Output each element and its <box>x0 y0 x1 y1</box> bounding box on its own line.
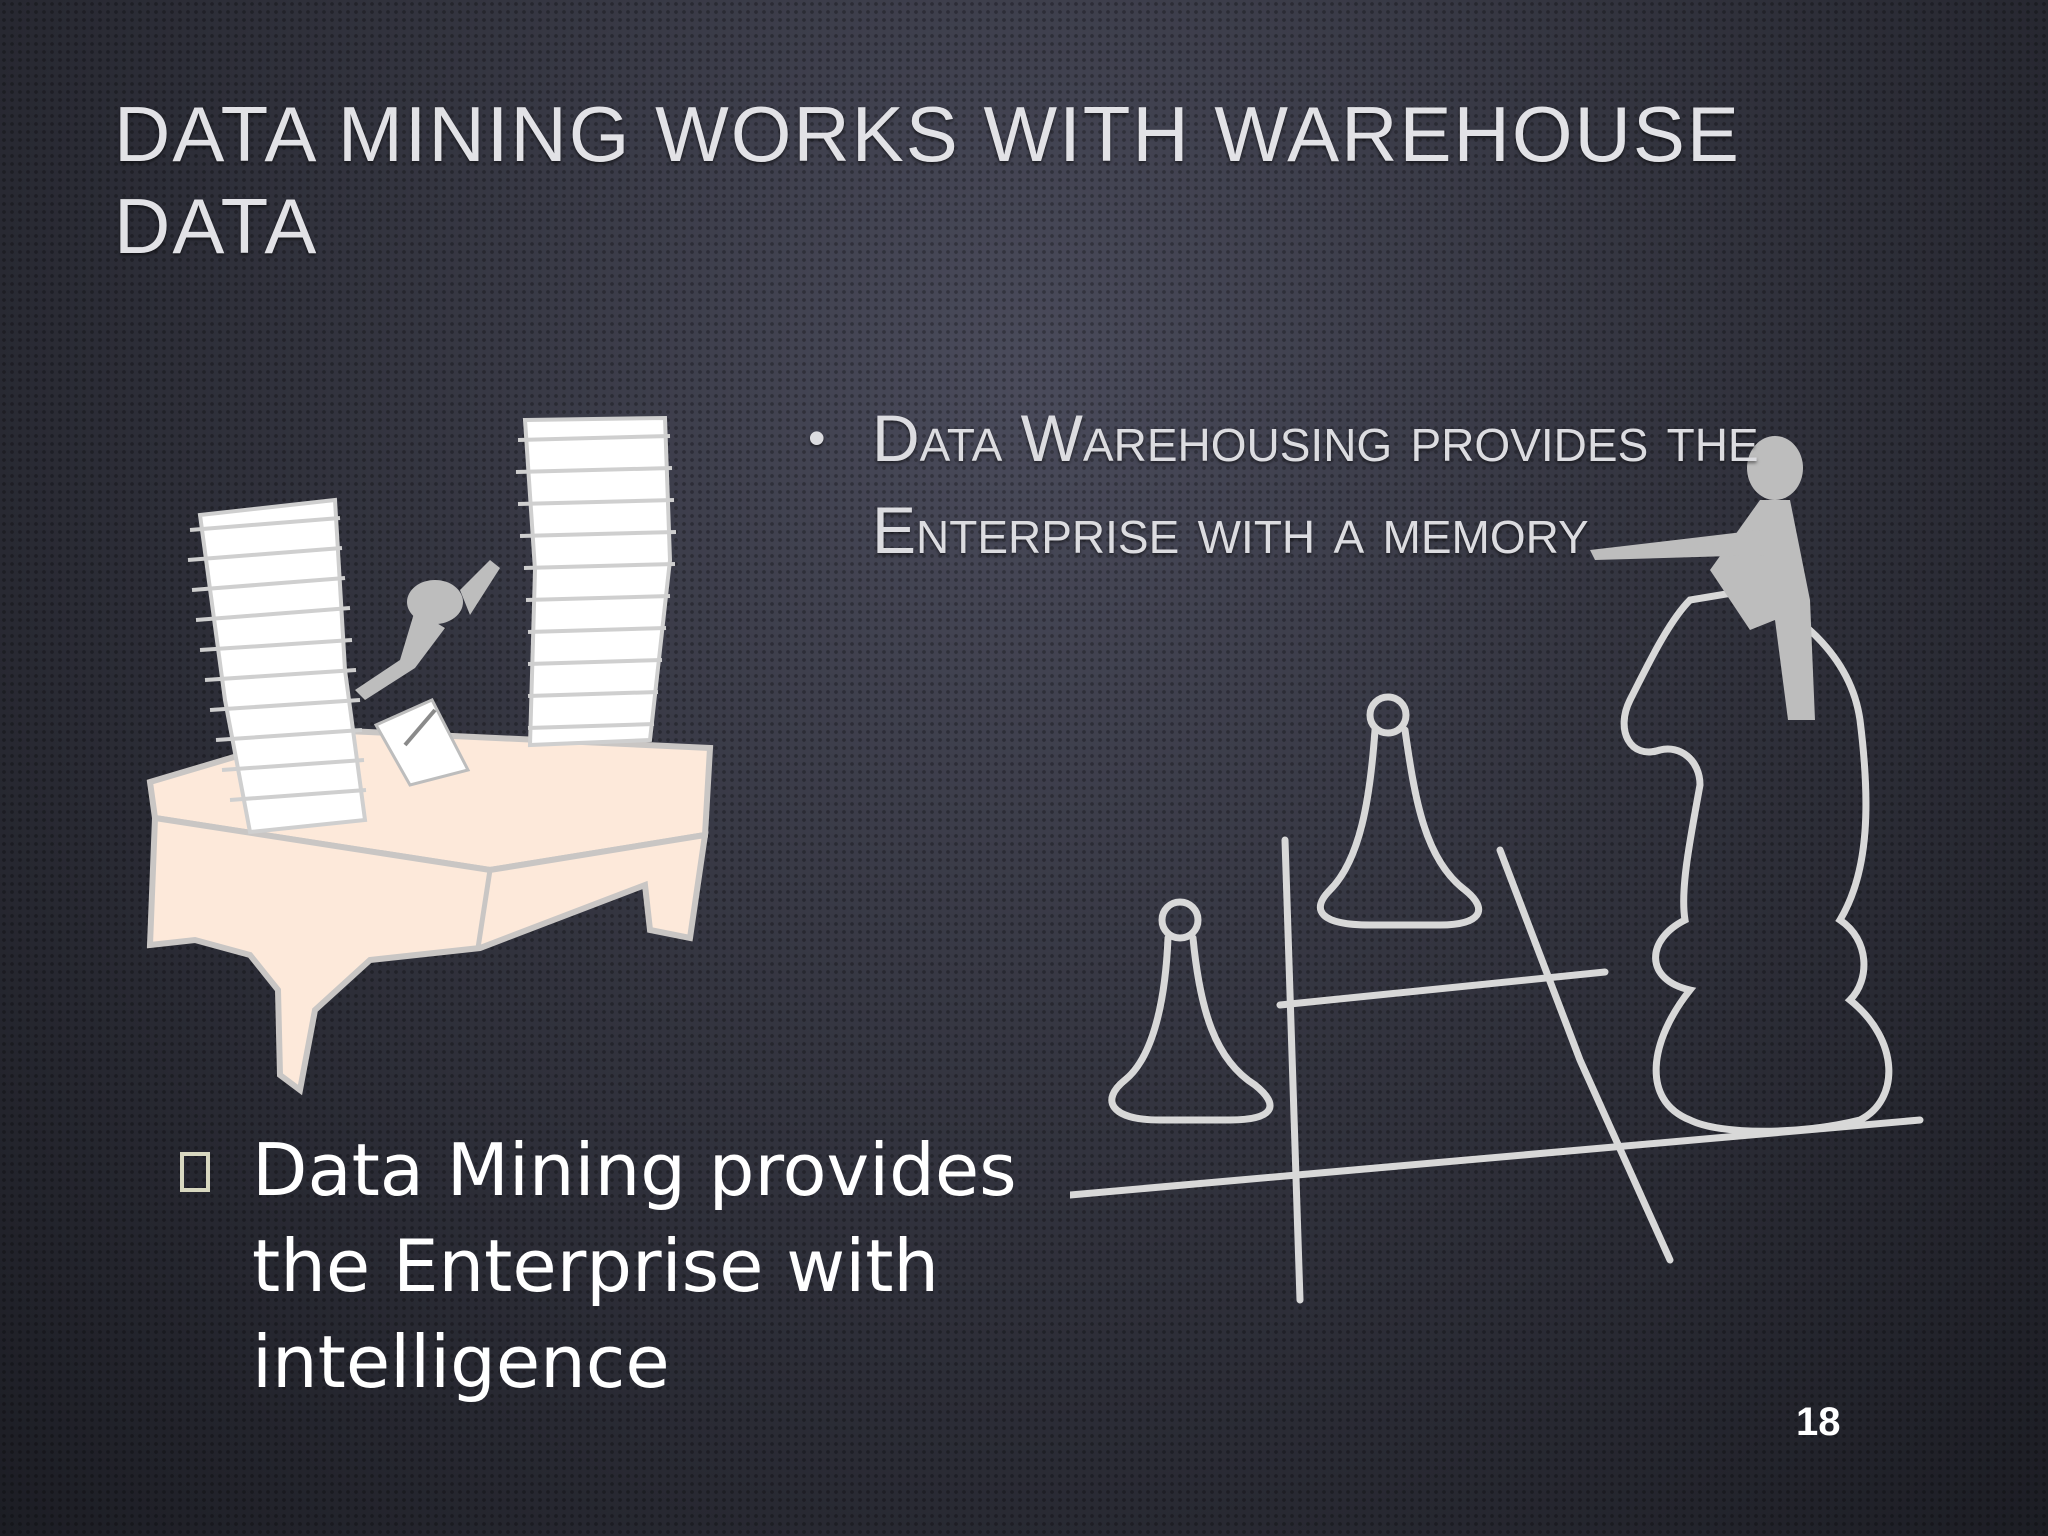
square-bullet-icon <box>180 1152 210 1192</box>
slide-title: Data Mining Works with Warehouse Data <box>114 90 1741 270</box>
desk-illustration <box>146 415 714 1096</box>
bullet-mining-text: Data Mining provides the Enterprise with… <box>252 1128 1017 1404</box>
slide-number: 18 <box>1796 1400 1841 1444</box>
desk-clipart <box>146 415 714 1096</box>
chess-clipart <box>1070 436 1924 1304</box>
bullet-data-warehousing: • Data Warehousing provides the Enterpri… <box>808 392 1888 576</box>
bullet-data-mining: Data Mining provides the Enterprise with… <box>180 1122 1140 1410</box>
bullet-warehousing-text: Data Warehousing provides the Enterprise… <box>872 401 1759 567</box>
bullet-dot-icon: • <box>808 410 826 466</box>
